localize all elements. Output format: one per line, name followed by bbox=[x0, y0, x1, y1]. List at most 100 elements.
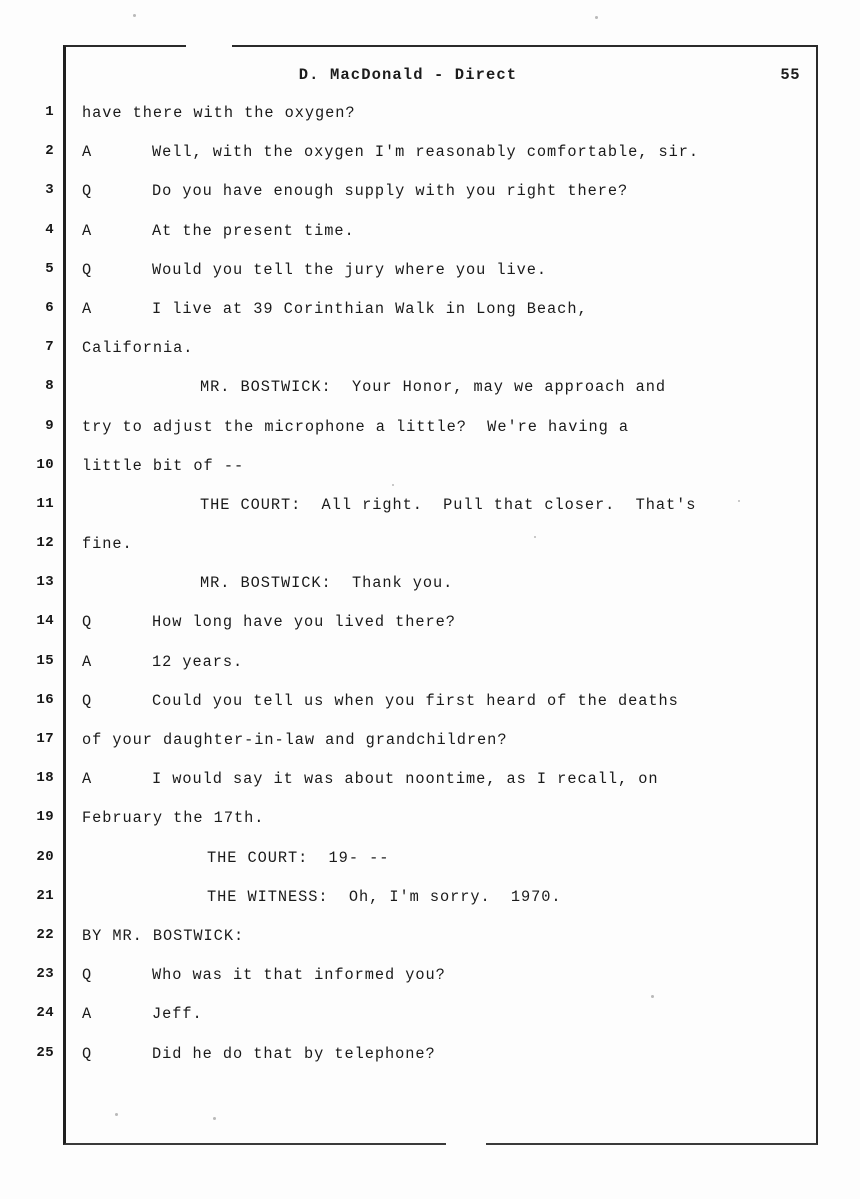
page-header: D. MacDonald - Direct 55 bbox=[63, 66, 818, 92]
transcript-line: 4 A At the present time. bbox=[0, 222, 860, 261]
line-number: 4 bbox=[45, 221, 54, 238]
line-text: A Well, with the oxygen I'm reasonably co… bbox=[82, 143, 812, 161]
speaker-label: Q bbox=[82, 966, 93, 985]
line-text: of your daughter-in-law and grandchildre… bbox=[82, 731, 508, 749]
line-number: 21 bbox=[36, 887, 54, 904]
line-number: 10 bbox=[36, 456, 54, 473]
line-text: February the 17th. bbox=[82, 809, 265, 828]
transcript-line: 20 THE COURT: 19- -- bbox=[0, 849, 860, 888]
statement-text: I would say it was about noontime, as I … bbox=[152, 770, 659, 789]
speaker-label: A bbox=[82, 770, 93, 789]
line-number: 17 bbox=[36, 731, 54, 747]
line-number: 2 bbox=[45, 143, 54, 160]
speaker-label: Q bbox=[82, 182, 93, 201]
transcript-line: 16 Q Could you tell us when you first hear… bbox=[0, 692, 860, 731]
line-text: THE COURT: All right. Pull that closer. … bbox=[200, 495, 697, 514]
line-text: Q Would you tell the jury where you live. bbox=[82, 261, 812, 279]
line-text: Q Did he do that by telephone? bbox=[82, 1045, 812, 1063]
transcript-line: 12 fine. bbox=[0, 535, 860, 574]
statement-text: Do you have enough supply with you right… bbox=[152, 182, 629, 201]
statement-text: Well, with the oxygen I'm reasonably com… bbox=[152, 143, 699, 162]
line-number: 6 bbox=[45, 299, 54, 316]
statement-text: At the present time. bbox=[152, 221, 355, 240]
transcript-line: 10 little bit of -- bbox=[0, 457, 860, 496]
line-text: THE COURT: 19- -- bbox=[207, 848, 390, 867]
transcript-line: 5 Q Would you tell the jury where you live… bbox=[0, 261, 860, 300]
line-text: A At the present time. bbox=[82, 222, 812, 240]
line-text: have there with the oxygen? bbox=[82, 104, 356, 122]
transcript-line: 7 California. bbox=[0, 339, 860, 378]
line-number: 15 bbox=[36, 652, 54, 669]
transcript-line: 15 A 12 years. bbox=[0, 653, 860, 692]
transcript-line: 21 THE WITNESS: Oh, I'm sorry. 1970. bbox=[0, 888, 860, 927]
speaker-label: A bbox=[82, 143, 93, 162]
transcript-line: 11 THE COURT: All right. Pull that closer… bbox=[0, 496, 860, 535]
speaker-label: A bbox=[82, 652, 93, 671]
line-text: THE WITNESS: Oh, I'm sorry. 1970. bbox=[207, 887, 562, 906]
transcript-line: 25 Q Did he do that by telephone? bbox=[0, 1045, 860, 1084]
line-text: California. bbox=[82, 339, 194, 358]
speaker-label: Q bbox=[82, 691, 93, 710]
transcript-line: 17 of your daughter-in-law and grandchild… bbox=[0, 731, 860, 770]
transcript-line: 8 MR. BOSTWICK: Your Honor, may we approa… bbox=[0, 378, 860, 417]
speaker-label: Q bbox=[82, 613, 93, 632]
speaker-label: A bbox=[82, 1005, 93, 1024]
transcript-line: 23 Q Who was it that informed you? bbox=[0, 966, 860, 1005]
page-border bbox=[63, 44, 818, 1146]
line-number: 22 bbox=[36, 926, 54, 943]
line-number: 9 bbox=[45, 417, 54, 434]
statement-text: Jeff. bbox=[152, 1005, 203, 1024]
line-number: 20 bbox=[36, 848, 54, 865]
statement-text: Could you tell us when you first heard o… bbox=[152, 691, 679, 710]
line-number: 18 bbox=[36, 770, 54, 787]
statement-text: Would you tell the jury where you live. bbox=[152, 260, 548, 279]
statement-text: Who was it that informed you? bbox=[152, 966, 446, 985]
statement-text: Did he do that by telephone? bbox=[152, 1044, 436, 1063]
line-number: 19 bbox=[36, 809, 54, 826]
transcript-line: 14 Q How long have you lived there? bbox=[0, 613, 860, 652]
line-text: Q Who was it that informed you? bbox=[82, 966, 812, 984]
line-number: 25 bbox=[36, 1044, 54, 1061]
line-number: 8 bbox=[45, 378, 54, 395]
transcript-line: 22 BY MR. BOSTWICK: bbox=[0, 927, 860, 966]
line-number: 14 bbox=[36, 613, 54, 630]
speaker-label: Q bbox=[82, 260, 93, 279]
statement-text: I live at 39 Corinthian Walk in Long Bea… bbox=[152, 299, 588, 318]
transcript-line: 18 A I would say it was about noontime, as… bbox=[0, 770, 860, 809]
line-text: Q Do you have enough supply with you righ… bbox=[82, 182, 812, 200]
scan-speck bbox=[133, 14, 136, 17]
line-number: 23 bbox=[36, 966, 54, 983]
transcript-line: 19 February the 17th. bbox=[0, 809, 860, 848]
line-number: 11 bbox=[36, 495, 54, 512]
line-text: Q Could you tell us when you first heard … bbox=[82, 692, 812, 710]
line-text: A I would say it was about noontime, as I… bbox=[82, 770, 812, 788]
scan-speck bbox=[595, 16, 598, 19]
line-text: try to adjust the microphone a little? W… bbox=[82, 417, 629, 436]
statement-text: How long have you lived there? bbox=[152, 613, 456, 632]
speaker-label: A bbox=[82, 221, 93, 240]
line-text: little bit of -- bbox=[82, 456, 245, 475]
line-number: 5 bbox=[45, 260, 54, 277]
line-text: A 12 years. bbox=[82, 653, 812, 671]
statement-text: 12 years. bbox=[152, 652, 244, 671]
transcript-line: 24 A Jeff. bbox=[0, 1005, 860, 1044]
line-number: 24 bbox=[36, 1005, 54, 1022]
line-text: MR. BOSTWICK: Thank you. bbox=[200, 574, 454, 593]
transcript-line: 1 have there with the oxygen? bbox=[0, 104, 860, 143]
line-number: 16 bbox=[36, 691, 54, 708]
line-text: fine. bbox=[82, 535, 133, 554]
speaker-label: Q bbox=[82, 1044, 93, 1063]
page-number: 55 bbox=[780, 66, 800, 84]
line-text: BY MR. BOSTWICK: bbox=[82, 926, 245, 945]
line-number: 1 bbox=[45, 104, 54, 120]
line-text: MR. BOSTWICK: Your Honor, may we approac… bbox=[200, 378, 666, 397]
line-number: 12 bbox=[36, 535, 54, 552]
transcript-line: 2 A Well, with the oxygen I'm reasonably c… bbox=[0, 143, 860, 182]
line-number: 7 bbox=[45, 339, 54, 356]
